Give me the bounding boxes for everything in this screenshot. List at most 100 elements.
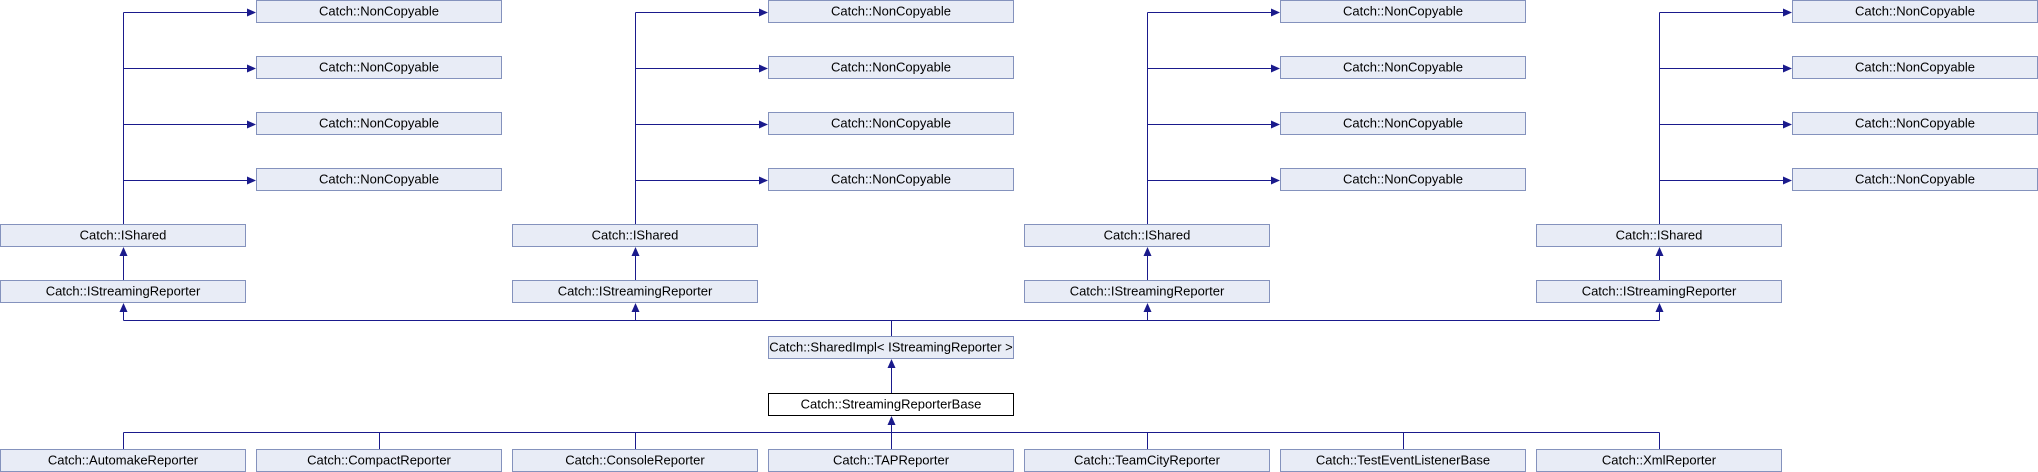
arrowhead [631,247,640,256]
arrowhead [759,8,768,17]
class-node-derived[interactable]: Catch::TeamCityReporter [1024,449,1270,472]
class-node-noncopyable[interactable]: Catch::NonCopyable [256,0,502,23]
arrowhead [1655,247,1664,256]
class-node-ishared[interactable]: Catch::IShared [0,224,246,247]
node-label: Catch::IShared [1104,228,1191,243]
class-node-derived[interactable]: Catch::AutomakeReporter [0,449,246,472]
class-node-noncopyable[interactable]: Catch::NonCopyable [768,56,1014,79]
node-label: Catch::IStreamingReporter [1582,284,1737,299]
arrowhead [247,64,256,73]
node-box [1536,224,1782,247]
class-node-ishared[interactable]: Catch::IShared [1024,224,1270,247]
class-node-noncopyable[interactable]: Catch::NonCopyable [1280,56,1526,79]
node-box [1280,56,1526,79]
node-label: Catch::NonCopyable [831,116,951,131]
node-box [512,280,758,303]
node-box [1024,280,1270,303]
arrowhead [631,303,640,312]
node-box [1024,224,1270,247]
node-label: Catch::NonCopyable [319,60,439,75]
node-label: Catch::NonCopyable [1855,116,1975,131]
class-node-noncopyable[interactable]: Catch::NonCopyable [1792,56,2038,79]
class-node-streamingreporterbase-current[interactable]: Catch::StreamingReporterBase [768,393,1014,416]
node-box [1280,112,1526,135]
node-box [1280,168,1526,191]
class-node-istreamingreporter[interactable]: Catch::IStreamingReporter [512,280,758,303]
class-node-derived[interactable]: Catch::TestEventListenerBase [1280,449,1526,472]
class-node-noncopyable[interactable]: Catch::NonCopyable [1280,168,1526,191]
node-box [768,0,1014,23]
class-node-derived[interactable]: Catch::CompactReporter [256,449,502,472]
arrowhead [887,359,896,368]
arrowhead [759,64,768,73]
node-box [1536,280,1782,303]
node-label: Catch::IShared [1616,228,1703,243]
class-node-derived[interactable]: Catch::XmlReporter [1536,449,1782,472]
arrowhead [1143,247,1152,256]
arrowhead [119,303,128,312]
class-node-noncopyable[interactable]: Catch::NonCopyable [1792,168,2038,191]
arrowhead [1271,120,1280,129]
class-node-noncopyable[interactable]: Catch::NonCopyable [768,0,1014,23]
class-node-noncopyable[interactable]: Catch::NonCopyable [1792,112,2038,135]
inheritance-edges [119,8,1792,449]
class-node-sharedimpl[interactable]: Catch::SharedImpl< IStreamingReporter > [768,336,1014,359]
arrowhead [119,247,128,256]
arrowhead [1783,8,1792,17]
arrowhead [759,120,768,129]
arrowhead [247,120,256,129]
node-label: Catch::NonCopyable [1343,116,1463,131]
class-node-ishared[interactable]: Catch::IShared [512,224,758,247]
node-label: Catch::IStreamingReporter [46,284,201,299]
class-node-ishared[interactable]: Catch::IShared [1536,224,1782,247]
arrowhead [1783,64,1792,73]
node-label: Catch::NonCopyable [1855,60,1975,75]
node-box [768,336,1014,359]
class-node-derived[interactable]: Catch::ConsoleReporter [512,449,758,472]
node-box [0,224,246,247]
arrowhead [1271,176,1280,185]
node-label: Catch::NonCopyable [831,4,951,19]
node-label: Catch::TAPReporter [833,453,950,468]
arrowhead [1271,8,1280,17]
arrowhead [247,8,256,17]
class-node-noncopyable[interactable]: Catch::NonCopyable [768,112,1014,135]
node-label: Catch::ConsoleReporter [565,453,705,468]
arrowhead [759,176,768,185]
node-box [256,56,502,79]
node-label: Catch::IShared [80,228,167,243]
class-node-derived[interactable]: Catch::TAPReporter [768,449,1014,472]
node-label: Catch::NonCopyable [1343,172,1463,187]
arrowhead [1143,303,1152,312]
node-label: Catch::NonCopyable [831,172,951,187]
class-node-noncopyable[interactable]: Catch::NonCopyable [256,56,502,79]
node-label: Catch::SharedImpl< IStreamingReporter > [769,340,1013,355]
node-label: Catch::IStreamingReporter [1070,284,1225,299]
node-label: Catch::NonCopyable [1343,4,1463,19]
node-label: Catch::TeamCityReporter [1074,453,1221,468]
class-node-noncopyable[interactable]: Catch::NonCopyable [768,168,1014,191]
class-node-noncopyable[interactable]: Catch::NonCopyable [1280,112,1526,135]
class-node-noncopyable[interactable]: Catch::NonCopyable [1792,0,2038,23]
class-node-noncopyable[interactable]: Catch::NonCopyable [256,168,502,191]
class-node-istreamingreporter[interactable]: Catch::IStreamingReporter [1024,280,1270,303]
node-label: Catch::NonCopyable [319,116,439,131]
node-label: Catch::NonCopyable [1343,60,1463,75]
node-box [768,56,1014,79]
node-label: Catch::NonCopyable [319,4,439,19]
class-node-noncopyable[interactable]: Catch::NonCopyable [256,112,502,135]
node-label: Catch::TestEventListenerBase [1316,453,1490,468]
node-label: Catch::IStreamingReporter [558,284,713,299]
node-label: Catch::XmlReporter [1602,453,1717,468]
node-box [256,168,502,191]
node-box [768,168,1014,191]
class-node-noncopyable[interactable]: Catch::NonCopyable [1280,0,1526,23]
class-node-istreamingreporter[interactable]: Catch::IStreamingReporter [0,280,246,303]
node-box [256,0,502,23]
arrowhead [887,416,896,425]
class-node-istreamingreporter[interactable]: Catch::IStreamingReporter [1536,280,1782,303]
node-label: Catch::CompactReporter [307,453,451,468]
node-label: Catch::NonCopyable [319,172,439,187]
arrowhead [1783,120,1792,129]
